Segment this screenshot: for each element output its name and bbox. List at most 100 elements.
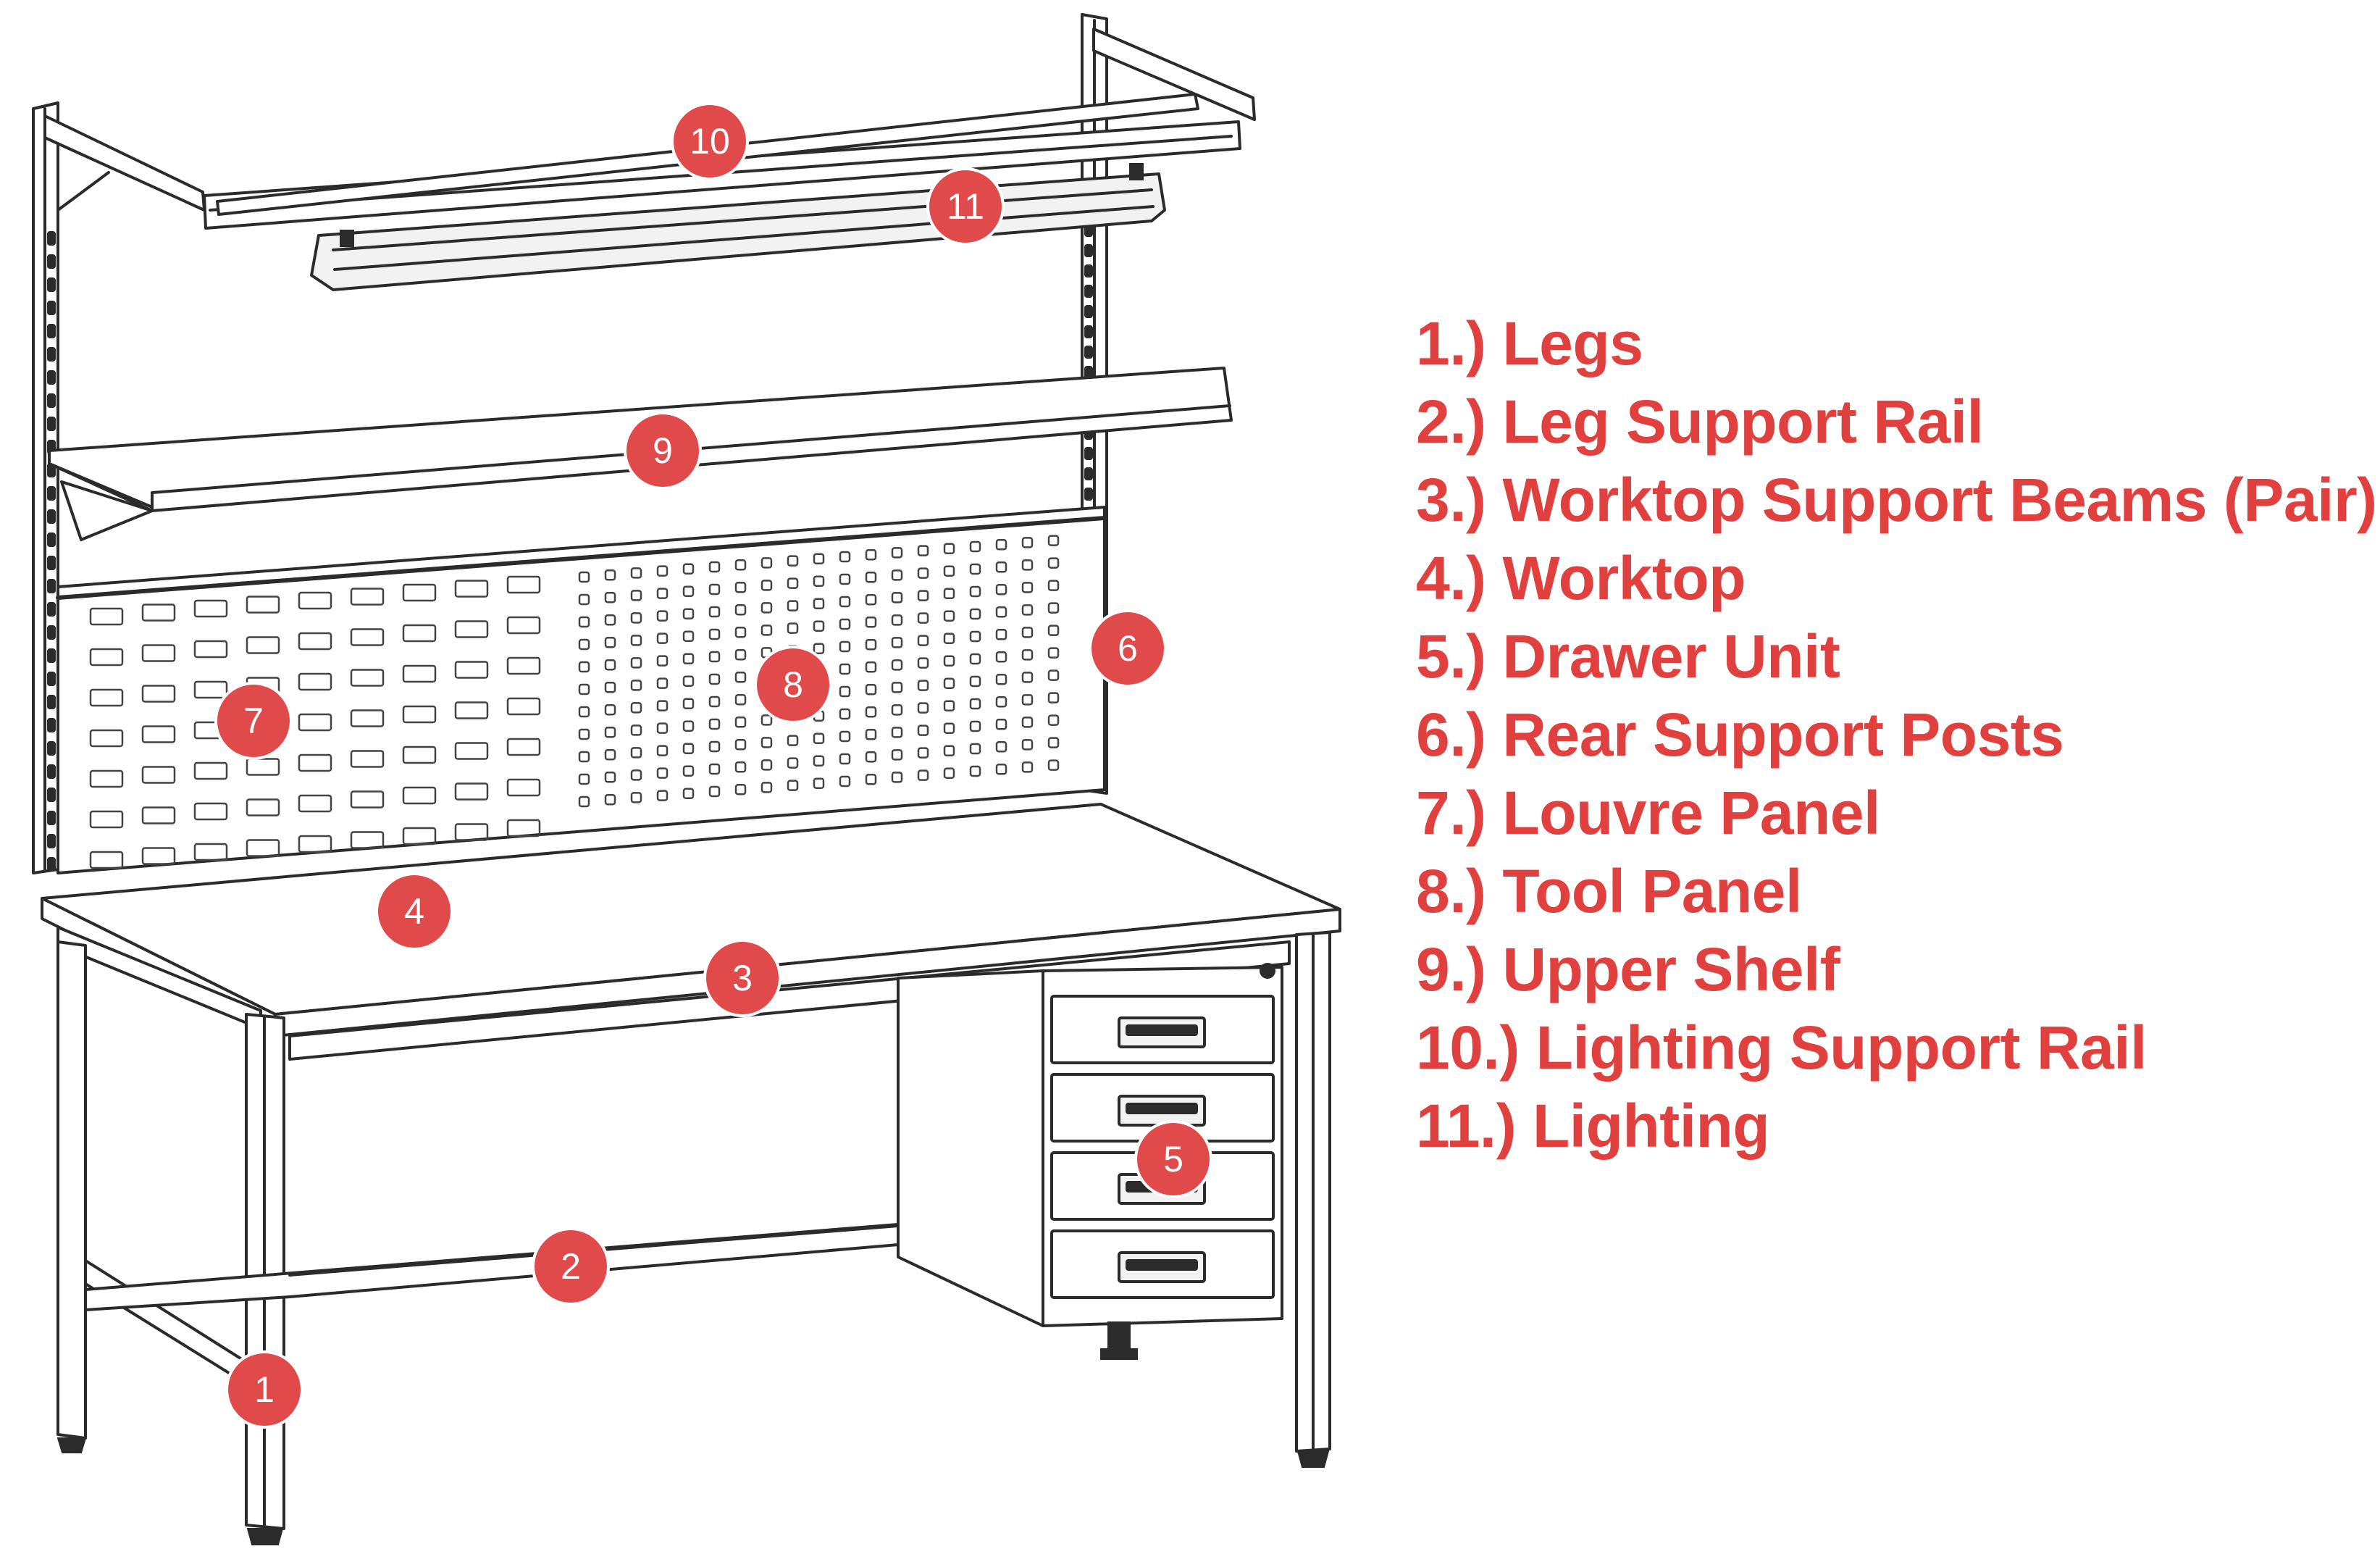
tool-hole xyxy=(995,561,1007,573)
tool-hole xyxy=(839,708,851,720)
tool-hole xyxy=(891,704,903,716)
marker-9: 9 xyxy=(627,414,699,487)
tool-hole xyxy=(682,765,695,777)
louvre-slot xyxy=(506,616,541,635)
tool-hole xyxy=(917,769,929,781)
post-slot xyxy=(47,277,56,292)
post-slot xyxy=(47,648,56,663)
louvre-slot xyxy=(402,786,437,805)
tool-hole xyxy=(891,614,903,626)
tool-hole xyxy=(708,628,721,640)
louvre-slot xyxy=(193,843,228,861)
post-slot xyxy=(47,602,56,617)
tool-hole xyxy=(865,683,877,696)
post-slot xyxy=(47,393,56,408)
tool-hole xyxy=(682,608,695,620)
post-slot xyxy=(47,834,56,848)
tool-hole xyxy=(787,757,799,769)
louvre-slot xyxy=(89,607,124,626)
legend-item-louvre-panel: 7.) Louvre Panel xyxy=(1416,779,1880,847)
drawer-handle-grip xyxy=(1126,1259,1198,1271)
tool-hole xyxy=(578,683,590,696)
tool-hole xyxy=(1047,759,1060,771)
tool-hole xyxy=(1047,714,1060,726)
tool-hole xyxy=(630,612,642,624)
tool-hole xyxy=(865,571,877,583)
louvre-slot xyxy=(141,725,176,743)
post-slot xyxy=(1084,264,1093,277)
tool-hole xyxy=(578,661,590,673)
post-slot xyxy=(47,231,56,246)
tool-hole xyxy=(630,590,642,601)
post-slot xyxy=(1084,305,1093,318)
tool-hole xyxy=(734,559,747,571)
louvre-slot xyxy=(89,810,124,829)
tool-hole xyxy=(630,747,642,759)
tool-hole xyxy=(1021,717,1034,728)
legend-item-rear-posts: 6.) Rear Support Posts xyxy=(1416,701,2064,769)
louvre-slot xyxy=(402,746,437,764)
tool-hole xyxy=(839,551,851,563)
tool-hole xyxy=(839,573,851,585)
tool-hole xyxy=(604,681,616,693)
tool-hole xyxy=(734,783,747,795)
tool-hole xyxy=(943,655,955,667)
legend-item-tool-panel: 8.) Tool Panel xyxy=(1416,857,1802,925)
tool-hole xyxy=(604,659,616,671)
louvre-slot xyxy=(89,688,124,707)
post-slot xyxy=(1084,285,1093,298)
louvre-slot xyxy=(141,806,176,824)
louvre-slot xyxy=(506,819,541,838)
legend-item-lighting: 11.) Lighting xyxy=(1416,1092,1770,1160)
tool-hole xyxy=(813,553,825,565)
louvre-panel-slots xyxy=(89,575,541,869)
louvre-slot xyxy=(350,790,385,809)
tool-hole xyxy=(682,743,695,755)
tool-hole xyxy=(917,657,929,669)
louvre-slot xyxy=(506,738,541,756)
workbench-drawing xyxy=(32,13,1341,1545)
louvre-slot xyxy=(298,591,332,610)
tool-hole xyxy=(708,673,721,685)
tool-hole xyxy=(891,637,903,648)
louvre-slot xyxy=(454,620,489,638)
tool-hole xyxy=(682,698,695,710)
tool-hole xyxy=(1047,647,1060,659)
post-slot xyxy=(47,347,56,362)
louvre-slot xyxy=(350,669,385,687)
tool-hole xyxy=(995,696,1007,708)
tool-hole xyxy=(943,588,955,600)
tool-hole xyxy=(969,585,981,598)
louvre-slot xyxy=(506,656,541,675)
tool-hole xyxy=(787,735,799,746)
louvre-slot xyxy=(141,766,176,784)
louvre-slot xyxy=(89,648,124,667)
tool-hole xyxy=(656,632,669,644)
marker-2: 2 xyxy=(535,1230,607,1303)
tool-hole xyxy=(1021,627,1034,638)
louvre-slot xyxy=(402,827,437,845)
legend-item-worktop: 4.) Worktop xyxy=(1416,544,1746,612)
tool-hole xyxy=(891,547,903,559)
tool-hole xyxy=(865,638,877,651)
tool-hole xyxy=(656,610,669,622)
louvre-slot xyxy=(298,632,332,651)
tool-hole xyxy=(891,749,903,761)
tool-hole xyxy=(943,610,955,622)
tool-hole xyxy=(760,714,773,726)
post-slot xyxy=(47,672,56,686)
tool-hole xyxy=(578,571,590,583)
tool-hole xyxy=(995,651,1007,663)
post-slot xyxy=(47,370,56,385)
louvre-slot xyxy=(89,851,124,869)
louvre-slot xyxy=(246,839,280,857)
tool-hole xyxy=(578,593,590,606)
tool-hole xyxy=(630,702,642,714)
tool-hole xyxy=(1021,537,1034,548)
post-slot xyxy=(47,556,56,570)
tool-hole xyxy=(604,569,616,581)
post-slot xyxy=(1084,447,1093,460)
tool-hole xyxy=(760,647,773,659)
tool-hole xyxy=(917,567,929,579)
tool-hole xyxy=(995,538,1007,551)
